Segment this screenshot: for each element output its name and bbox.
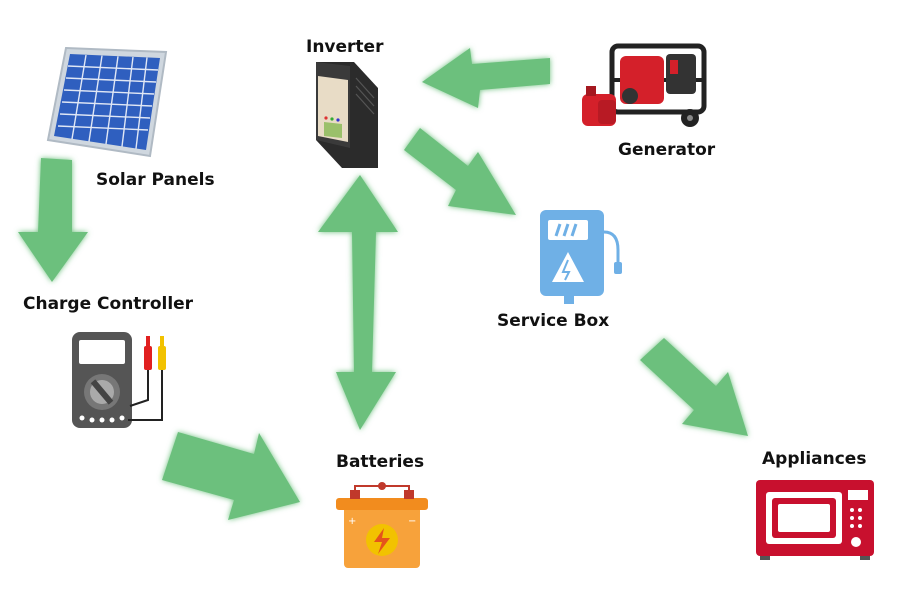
arrow-batteries-inverter: [318, 175, 398, 430]
microwave-icon: [756, 480, 874, 560]
arrows: [18, 48, 748, 520]
service-box-icon: [540, 210, 622, 304]
label-service-box: Service Box: [497, 311, 610, 331]
arrow-service-to-appliances: [640, 338, 748, 436]
label-inverter: Inverter: [306, 37, 384, 57]
solar-panel-icon: [46, 46, 168, 158]
arrow-solar-to-charge: [18, 158, 88, 282]
arrow-inverter-to-service: [404, 128, 516, 215]
label-solar-panels: Solar Panels: [96, 170, 215, 190]
generator-icon: [582, 43, 707, 127]
svg-text:+: +: [348, 516, 356, 527]
charge-controller-icon: [72, 332, 166, 428]
inverter-icon: [316, 62, 378, 168]
label-charge-controller: Charge Controller: [23, 294, 194, 314]
label-generator: Generator: [618, 140, 716, 160]
arrow-charge-to-batteries: [162, 432, 300, 520]
label-appliances: Appliances: [762, 449, 867, 469]
battery-icon: + −: [336, 482, 428, 568]
svg-text:−: −: [408, 516, 416, 527]
label-batteries: Batteries: [336, 452, 425, 472]
arrow-generator-to-inverter: [422, 48, 550, 108]
